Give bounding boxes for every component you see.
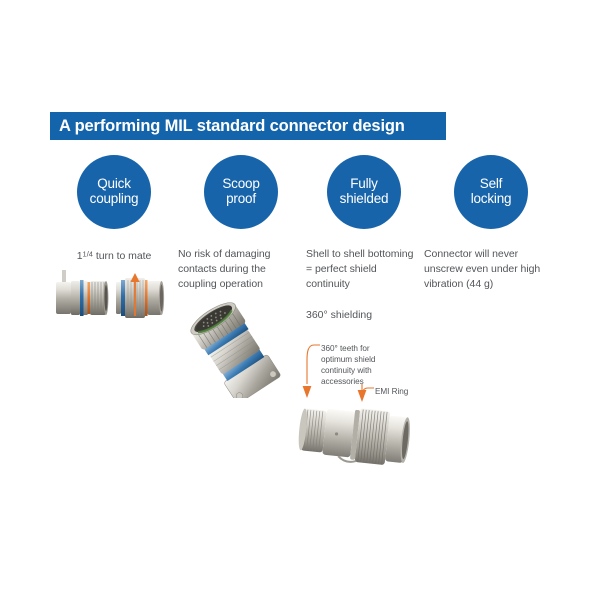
feature-column-self-locking: Self locking Connector will never unscre… — [424, 155, 558, 292]
badge-label-line2: coupling — [89, 191, 139, 206]
badge-label-line1: Scoop — [222, 176, 260, 192]
badge-quick-coupling[interactable]: Quick coupling — [77, 155, 151, 229]
sub-note-360-shielding: 360° shielding — [306, 308, 373, 321]
badge-fully-shielded[interactable]: Fully shielded — [327, 155, 401, 229]
feature-column-quick-coupling: Quick coupling 11/4 turn to mate — [52, 155, 176, 264]
badge-label-line1: Quick — [97, 176, 131, 192]
connector-right-half — [116, 278, 165, 318]
turn-suffix: turn to mate — [92, 250, 152, 262]
turn-fraction: 1/4 — [82, 249, 93, 259]
feature-body-self-locking: Connector will never unscrew even under … — [424, 248, 541, 290]
badge-label-line1: Self — [479, 176, 503, 192]
feature-body-scoop-proof: No risk of damaging contacts during the … — [178, 248, 271, 290]
rotation-arrow-icon — [130, 273, 140, 316]
badge-label-line2: locking — [470, 191, 512, 206]
turn-count: 1 — [76, 250, 83, 262]
page-title: A performing MIL standard connector desi… — [59, 116, 405, 135]
image-scoop-proof-square-flange-connector — [186, 300, 294, 404]
feature-column-scoop-proof: Scoop proof No risk of damaging contacts… — [178, 155, 304, 292]
connector-left-half — [56, 270, 109, 316]
image-fully-shielded-connector — [296, 396, 416, 485]
badge-self-locking[interactable]: Self locking — [454, 155, 528, 229]
badge-scoop-proof[interactable]: Scoop proof — [204, 155, 278, 229]
feature-column-fully-shielded: Fully shielded Shell to shell bottoming … — [306, 155, 422, 322]
badge-label-line2: shielded — [339, 191, 389, 206]
image-quick-coupling-connector-pair — [52, 268, 174, 331]
feature-body-fully-shielded: Shell to shell bottoming = perfect shiel… — [306, 248, 414, 290]
callout-360-teeth: 360° teeth for optimum shield continuity… — [321, 344, 376, 386]
feature-body-quick-coupling: 11/4 turn to mate — [52, 249, 176, 264]
badge-label-line1: Fully — [350, 176, 378, 192]
badge-label-line2: proof — [226, 191, 256, 206]
slide-title-bar: A performing MIL standard connector desi… — [50, 112, 446, 140]
callout-emi-ring: EMI Ring — [375, 387, 409, 396]
